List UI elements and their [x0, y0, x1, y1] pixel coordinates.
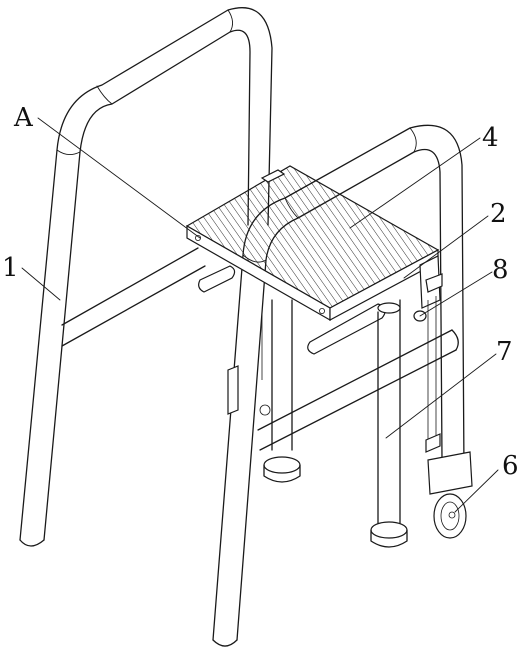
seat-pad [185, 165, 440, 309]
label-8: 8 [492, 255, 509, 285]
leader-lines [21, 117, 499, 513]
label-1: 1 [2, 253, 19, 283]
label-a: A [13, 103, 34, 133]
slide-mechanism [413, 255, 443, 453]
label-6: 6 [502, 451, 519, 481]
label-2: 2 [490, 199, 507, 229]
caster-wheel [427, 451, 473, 539]
label-4: 4 [482, 123, 499, 153]
support-legs [227, 299, 408, 548]
label-7: 7 [496, 337, 513, 367]
back-left-frame [19, 7, 273, 547]
